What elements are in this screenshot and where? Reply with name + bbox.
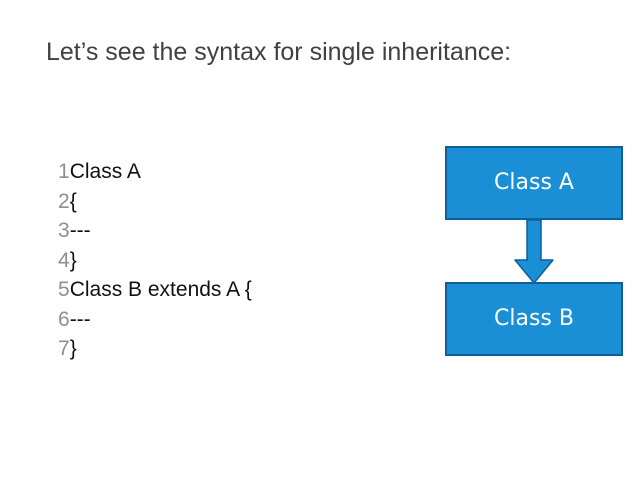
code-text: Class B extends A { xyxy=(69,278,252,301)
code-line: 7} xyxy=(58,334,252,364)
code-text: } xyxy=(69,248,77,272)
line-number: 2 xyxy=(58,189,70,213)
inheritance-diagram: Class A Class B xyxy=(445,146,623,356)
code-line: 2{ xyxy=(58,187,252,217)
code-text: --- xyxy=(69,307,91,331)
arrow-shaft xyxy=(526,220,542,265)
slide-title: Let’s see the syntax for single inherita… xyxy=(46,38,512,66)
code-line: 4} xyxy=(58,246,252,276)
line-number: 4 xyxy=(58,248,70,272)
line-number: 3 xyxy=(58,219,70,242)
code-text: Class A xyxy=(69,160,141,183)
code-block: 1Class A 2{ 3--- 4} 5Class B extends A {… xyxy=(58,157,252,364)
code-text: } xyxy=(69,337,77,360)
code-line: 1Class A xyxy=(58,157,252,187)
line-number: 6 xyxy=(58,307,70,331)
line-number: 1 xyxy=(58,160,70,183)
code-text: --- xyxy=(69,219,91,242)
line-number: 7 xyxy=(58,337,70,360)
arrow-head xyxy=(514,259,554,284)
down-arrow-icon xyxy=(514,220,554,284)
parent-class-box: Class A xyxy=(445,146,623,220)
code-line: 6--- xyxy=(58,305,252,335)
code-line: 5Class B extends A { xyxy=(58,275,252,305)
line-number: 5 xyxy=(58,278,70,301)
code-line: 3--- xyxy=(58,216,252,246)
code-text: { xyxy=(69,189,77,213)
child-class-box: Class B xyxy=(445,282,623,356)
